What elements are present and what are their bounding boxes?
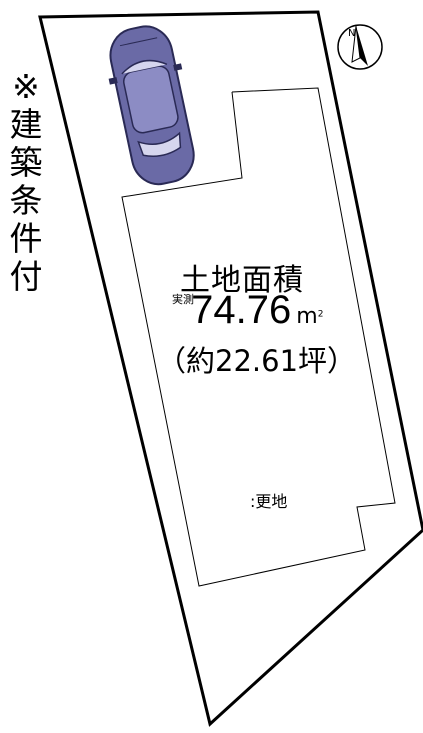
land-status: :更地 [250,492,288,511]
land-area-unit: m [296,304,318,329]
lot-boundary [38,10,423,727]
measured-label: 実測 [172,293,194,306]
land-area-value: 74.76 [191,288,292,332]
buildable-area-outline [121,87,396,587]
land-area-value-row: 実測 74.76 m2 [172,288,323,333]
car-icon [108,25,195,186]
north-label: N [348,28,355,39]
land-area-unit-sup: 2 [317,309,324,320]
north-arrow-icon: N [337,24,383,70]
land-area-title: 土地面積 [180,263,304,298]
tsubo-area: （約22.61坪） [157,344,357,378]
building-condition-note: ※建築条件付 [9,67,43,296]
